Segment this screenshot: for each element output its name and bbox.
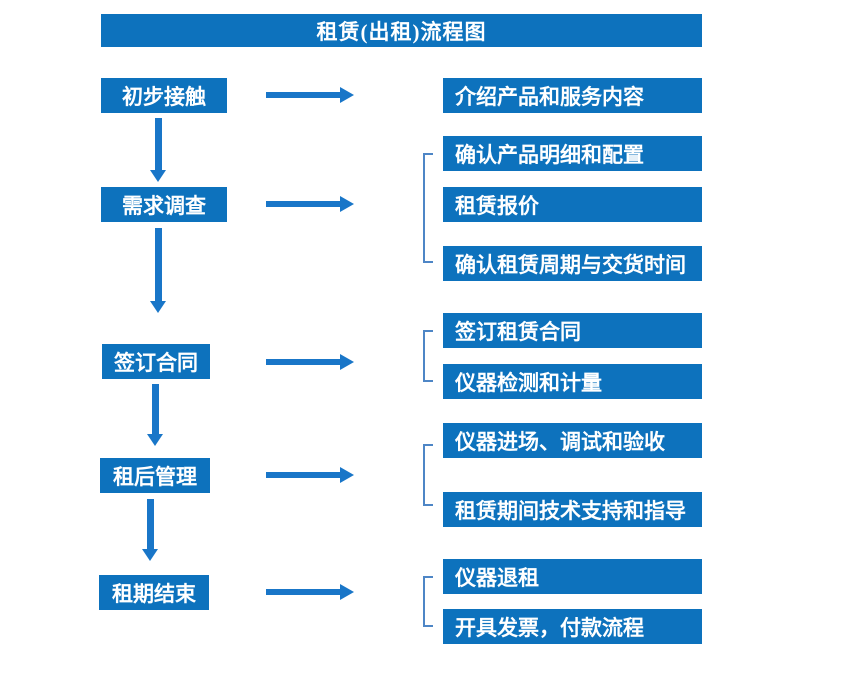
group-bracket — [423, 444, 433, 506]
arrow-head — [142, 549, 158, 561]
output-box-introduce-products: 介绍产品和服务内容 — [443, 78, 702, 113]
arrow-shaft — [146, 499, 154, 549]
arrow-shaft — [266, 92, 340, 98]
stage-box-demand-survey: 需求调查 — [101, 187, 227, 222]
group-bracket — [423, 330, 433, 382]
arrow-head — [340, 467, 354, 483]
stage-box-initial-contact: 初步接触 — [101, 78, 227, 113]
stage-box-post-rental-management: 租后管理 — [100, 458, 210, 493]
arrow-head — [340, 354, 354, 370]
arrow-shaft — [151, 384, 159, 434]
output-box-invoice-payment: 开具发票，付款流程 — [443, 609, 702, 644]
arrow-head — [340, 584, 354, 600]
output-box-technical-support: 租赁期间技术支持和指导 — [443, 492, 702, 527]
arrow-down-icon — [142, 499, 158, 561]
flowchart-title: 租赁(出租)流程图 — [101, 14, 702, 47]
arrow-shaft — [266, 589, 340, 595]
output-box-confirm-rental-period: 确认租赁周期与交货时间 — [443, 246, 702, 281]
arrow-down-icon — [150, 228, 166, 313]
arrow-right-icon — [266, 196, 354, 212]
arrow-shaft — [154, 118, 162, 170]
group-bracket — [423, 576, 433, 627]
output-box-sign-rental-contract: 签订租赁合同 — [443, 313, 702, 348]
group-bracket — [423, 153, 433, 263]
arrow-head — [150, 170, 166, 182]
stage-box-rental-period-end: 租期结束 — [99, 575, 209, 610]
arrow-head — [340, 196, 354, 212]
arrow-head — [147, 434, 163, 446]
arrow-down-icon — [147, 384, 163, 446]
arrow-shaft — [266, 472, 340, 478]
stage-box-sign-contract: 签订合同 — [102, 344, 210, 379]
output-box-confirm-product-details: 确认产品明细和配置 — [443, 136, 702, 171]
arrow-right-icon — [266, 87, 354, 103]
output-box-instrument-setup: 仪器进场、调试和验收 — [443, 423, 702, 458]
arrow-right-icon — [266, 467, 354, 483]
arrow-right-icon — [266, 354, 354, 370]
output-box-instrument-return: 仪器退租 — [443, 559, 702, 594]
arrow-down-icon — [150, 118, 166, 182]
arrow-shaft — [266, 359, 340, 365]
arrow-shaft — [266, 201, 340, 207]
arrow-head — [150, 301, 166, 313]
output-box-rental-quotation: 租赁报价 — [443, 187, 702, 222]
output-box-instrument-testing: 仪器检测和计量 — [443, 364, 702, 399]
arrow-head — [340, 87, 354, 103]
arrow-shaft — [154, 228, 162, 301]
arrow-right-icon — [266, 584, 354, 600]
